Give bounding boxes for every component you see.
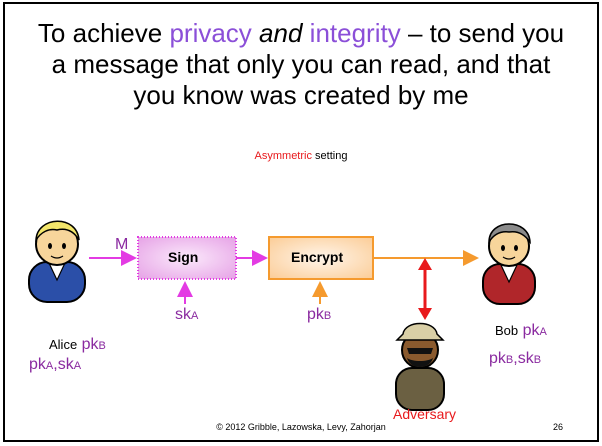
alice-person-icon — [28, 220, 86, 303]
sign-key-ska: skA — [175, 306, 199, 323]
bob-label: Bob pkA — [495, 322, 547, 339]
bob-person-icon — [482, 223, 536, 305]
sign-label: Sign — [168, 249, 199, 265]
title-line3: you know was created by me — [133, 80, 469, 110]
sign-box — [137, 236, 237, 280]
message-label: M — [115, 236, 129, 253]
title-integrity: integrity — [309, 18, 401, 48]
title-and: and — [259, 18, 303, 48]
flow-diagram — [28, 220, 536, 411]
subtitle: Asymmetric setting — [5, 150, 597, 162]
alice-label: Alice pkB — [49, 336, 106, 353]
bob-keys: pkB,skB — [489, 350, 542, 367]
adversary-person-icon — [395, 322, 445, 411]
title-privacy: privacy — [169, 18, 252, 48]
slide-title: To achieve privacy and integrity – to se… — [13, 18, 589, 111]
title-line2: a message that only you can read, and th… — [51, 49, 551, 79]
adversary-label: Adversary — [393, 406, 457, 422]
subtitle-asymmetric: Asymmetric — [254, 150, 312, 162]
page-number: 26 — [552, 422, 563, 432]
adversary-intercept-arrow — [418, 258, 432, 320]
title-part1: To achieve — [37, 18, 170, 48]
encrypt-label: Encrypt — [291, 249, 344, 265]
slide: To achieve privacy and integrity – to se… — [3, 2, 599, 442]
title-rest-line1: – to send you — [400, 18, 565, 48]
footer-copyright: © 2012 Gribble, Lazowska, Levy, Zahorjan — [216, 422, 386, 432]
encrypt-key-pkb: pkB — [307, 306, 332, 323]
alice-keys: pkA,skA — [29, 356, 82, 373]
subtitle-rest: setting — [311, 150, 348, 162]
